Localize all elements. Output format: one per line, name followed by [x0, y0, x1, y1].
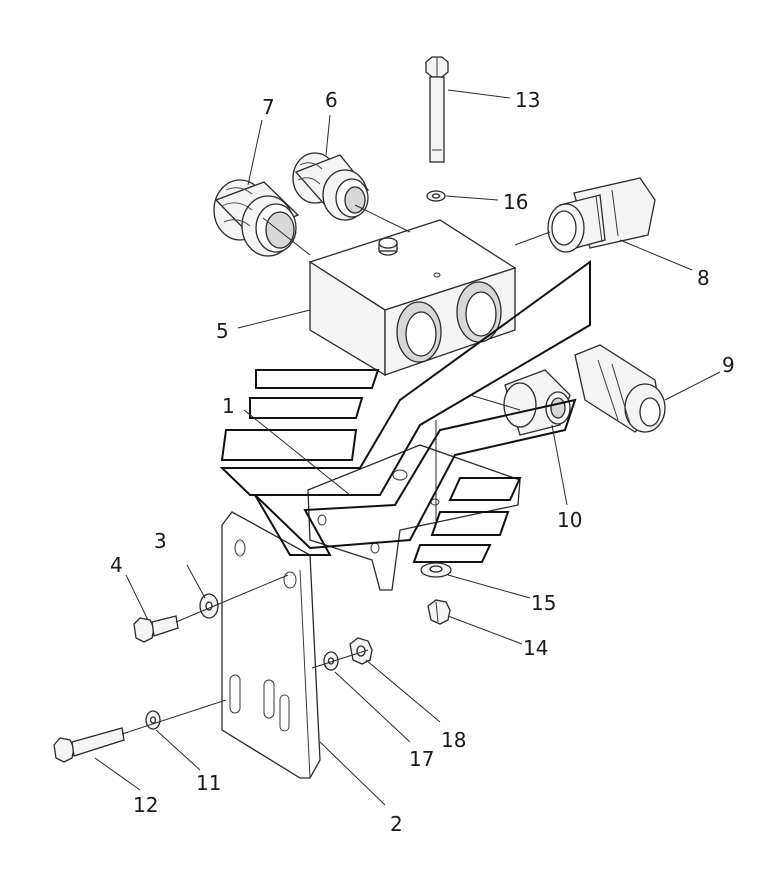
callout-leaders — [94, 89, 721, 806]
callout-15: 15 — [531, 591, 556, 615]
part-18-nut — [349, 637, 373, 665]
callout-18: 18 — [441, 728, 466, 752]
callout-11: 11 — [196, 771, 221, 795]
callout-labels: 1 2 3 4 5 6 7 8 9 10 11 12 13 14 15 16 1… — [110, 88, 735, 836]
part-5-manifold-block — [308, 219, 517, 377]
callout-10: 10 — [557, 508, 582, 532]
part-1-bracket — [307, 444, 521, 591]
part-9-elbow-fitting — [574, 344, 666, 433]
part-11-washer — [145, 710, 161, 730]
callout-6: 6 — [325, 88, 338, 112]
callout-14: 14 — [523, 636, 548, 660]
part-14-nut — [427, 599, 451, 625]
callout-4: 4 — [110, 553, 123, 577]
part-10-fitting — [503, 369, 571, 436]
part-2-plate — [221, 511, 321, 779]
part-15-washer — [420, 562, 452, 578]
callout-5: 5 — [216, 319, 229, 343]
part-7-fitting — [213, 179, 300, 257]
callout-9: 9 — [722, 353, 735, 377]
callout-1: 1 — [222, 394, 235, 418]
callout-2: 2 — [390, 812, 403, 836]
part-17-washer — [323, 651, 339, 671]
part-3-washer — [199, 593, 219, 619]
callout-16: 16 — [503, 190, 528, 214]
callout-3: 3 — [154, 529, 167, 553]
callout-7: 7 — [262, 95, 275, 119]
assembly-center-lines — [121, 204, 551, 735]
part-4-bolt — [133, 615, 179, 643]
callout-8: 8 — [697, 266, 710, 290]
part-13-bolt — [425, 56, 449, 163]
callout-17: 17 — [409, 747, 434, 771]
logo-watermark — [219, 260, 591, 563]
callout-12: 12 — [133, 793, 158, 817]
part-12-bolt — [53, 727, 125, 763]
part-6-fitting — [292, 152, 370, 221]
callout-13: 13 — [515, 88, 540, 112]
part-8-fitting — [547, 177, 656, 253]
part-16-washer — [426, 190, 446, 202]
